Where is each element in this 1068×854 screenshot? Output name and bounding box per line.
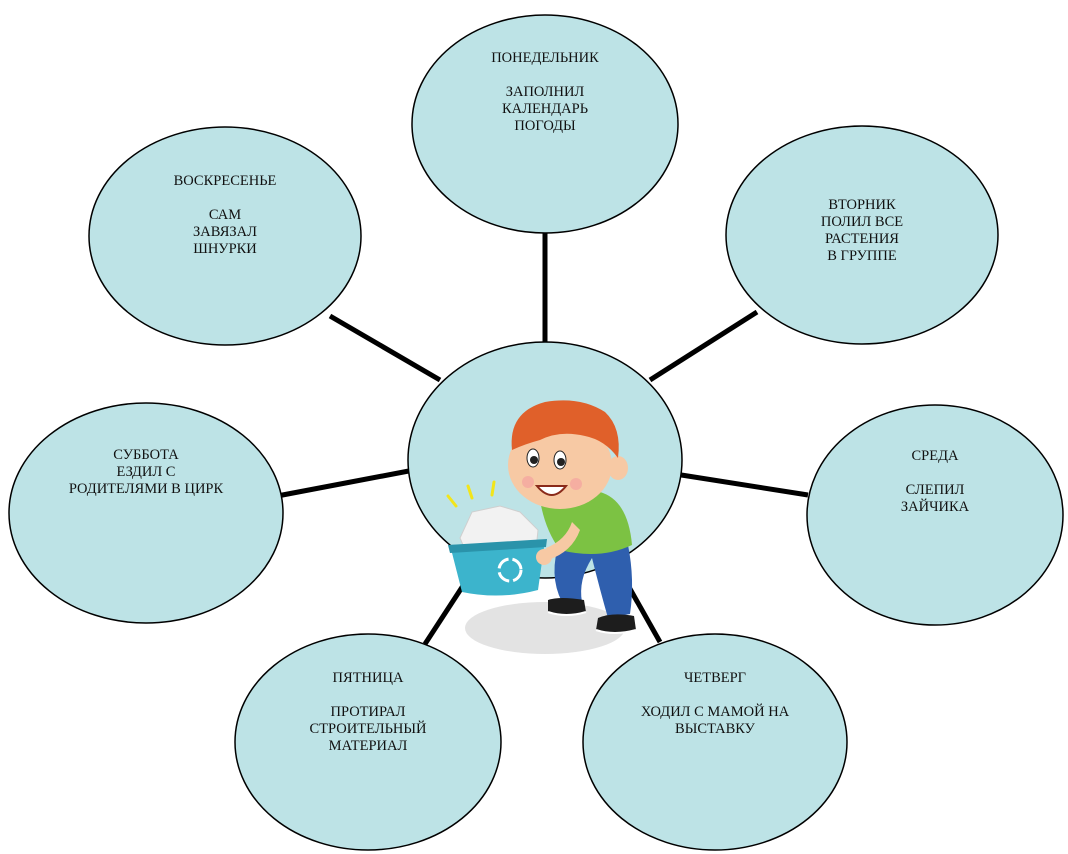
wednesday-line-2: ЗАЙЧИКА bbox=[900, 499, 970, 515]
friday-line-3: МАТЕРИАЛ bbox=[328, 738, 408, 754]
boy-mouth bbox=[534, 485, 569, 496]
sunday-line-1: САМ bbox=[208, 207, 242, 223]
monday-line-2: КАЛЕНДАРЬ bbox=[501, 101, 589, 117]
boy-hand bbox=[536, 549, 552, 565]
day-title-monday: ПОНЕДЕЛЬНИК bbox=[491, 50, 599, 66]
monday-line-1: ЗАПОЛНИЛ bbox=[505, 84, 585, 100]
connector-wednesday bbox=[674, 471, 809, 498]
boy-ear bbox=[608, 456, 628, 480]
friday-line-2: СТРОИТЕЛЬНЫЙ bbox=[309, 721, 427, 737]
tuesday-line-1: ПОЛИЛ ВСЕ bbox=[820, 214, 904, 230]
boy-recycling-illustration bbox=[446, 400, 637, 654]
thursday-line-1: ХОДИЛ С МАМОЙ НА bbox=[640, 704, 790, 720]
label-friday: ПЯТНИЦА ПРОТИРАЛ СТРОИТЕЛЬНЫЙ МАТЕРИАЛ bbox=[268, 670, 468, 755]
label-tuesday: ВТОРНИК ПОЛИЛ ВСЕ РАСТЕНИЯ В ГРУППЕ bbox=[757, 197, 967, 265]
label-monday: ПОНЕДЕЛЬНИК ЗАПОЛНИЛ КАЛЕНДАРЬ ПОГОДЫ bbox=[445, 50, 645, 135]
friday-line-1: ПРОТИРАЛ bbox=[330, 704, 406, 720]
day-title-tuesday: ВТОРНИК bbox=[828, 197, 896, 213]
sunday-line-2: ЗАВЯЗАЛ bbox=[193, 224, 257, 240]
tuesday-line-2: РАСТЕНИЯ bbox=[825, 231, 899, 247]
bubble-saturday bbox=[8, 402, 284, 624]
day-title-sunday: ВОСКРЕСЕНЬЕ bbox=[173, 173, 277, 189]
sparkle-lines bbox=[446, 480, 496, 508]
boy-hair bbox=[511, 400, 619, 458]
label-sunday: ВОСКРЕСЕНЬЕ САМ ЗАВЯЗАЛ ШНУРКИ bbox=[125, 173, 325, 258]
bin-body bbox=[450, 540, 545, 596]
recycling-bin bbox=[446, 480, 547, 596]
bubble-friday bbox=[234, 633, 502, 851]
bubble-wednesday bbox=[806, 404, 1064, 626]
day-title-friday: ПЯТНИЦА bbox=[332, 670, 404, 686]
boy-cheeks bbox=[522, 476, 534, 488]
floor-shadow bbox=[465, 602, 625, 654]
connector-tuesday bbox=[648, 309, 759, 383]
label-thursday: ЧЕТВЕРГ ХОДИЛ С МАМОЙ НА ВЫСТАВКУ bbox=[610, 670, 820, 738]
bubble-monday bbox=[411, 14, 679, 234]
connectors bbox=[271, 232, 809, 646]
tuesday-line-3: В ГРУППЕ bbox=[827, 248, 897, 264]
shoe-soles bbox=[547, 611, 637, 634]
monday-line-3: ПОГОДЫ bbox=[514, 118, 576, 134]
day-title-saturday: СУББОТА bbox=[113, 447, 179, 463]
label-saturday: СУББОТА ЕЗДИЛ С РОДИТЕЛЯМИ В ЦИРК bbox=[36, 447, 256, 498]
boy-cheek-right bbox=[570, 478, 582, 490]
saturday-line-1: ЕЗДИЛ С bbox=[116, 464, 176, 480]
connector-sunday bbox=[328, 313, 442, 383]
label-wednesday: СРЕДА СЛЕПИЛ ЗАЙЧИКА bbox=[845, 448, 1025, 516]
sunday-line-3: ШНУРКИ bbox=[193, 241, 257, 257]
bubble-sunday bbox=[88, 126, 362, 346]
bubble-thursday bbox=[582, 633, 848, 851]
recycle-icon bbox=[497, 557, 523, 583]
boy-arm bbox=[546, 522, 580, 560]
saturday-line-2: РОДИТЕЛЯМИ В ЦИРК bbox=[68, 481, 224, 497]
right-shoe bbox=[596, 614, 636, 633]
left-shoe bbox=[548, 598, 586, 615]
left-pupil bbox=[530, 456, 538, 464]
bubble-tuesday bbox=[725, 125, 999, 345]
day-title-thursday: ЧЕТВЕРГ bbox=[683, 670, 747, 686]
boy-legs bbox=[554, 540, 633, 618]
bin-rim bbox=[448, 539, 547, 553]
connector-saturday bbox=[271, 467, 415, 500]
right-pupil bbox=[557, 458, 565, 466]
wednesday-line-1: СЛЕПИЛ bbox=[905, 482, 965, 498]
thursday-line-2: ВЫСТАВКУ bbox=[675, 721, 755, 737]
day-title-wednesday: СРЕДА bbox=[911, 448, 959, 464]
